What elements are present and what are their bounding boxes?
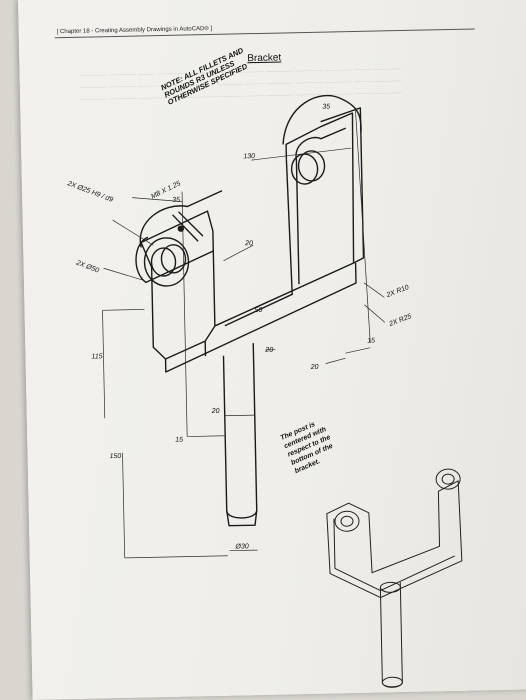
textbook-page: ——— ——— —— ——— ——— ——— —— ——— ——— ——— ——…	[18, 0, 526, 700]
dim-115: 115	[91, 353, 103, 361]
preview-view	[326, 468, 463, 688]
dim-35-left: 35	[172, 196, 181, 204]
dim-15-left: 15	[175, 436, 184, 444]
post	[222, 343, 258, 519]
bracket-body	[214, 112, 355, 327]
dim-150: 150	[109, 452, 122, 461]
dim-20-b: 20	[265, 346, 274, 354]
dim-post-dia: Ø30	[235, 543, 249, 551]
dim-15-right: 15	[367, 337, 376, 345]
dim-20-c: 20	[310, 363, 319, 371]
dim-20-a: 20	[245, 240, 254, 248]
bracket-drawing	[102, 94, 463, 688]
dim-35-top: 35	[322, 103, 331, 111]
dim-20-d: 20	[211, 407, 220, 416]
left-hole-inner	[150, 247, 177, 277]
left-arm	[140, 210, 216, 360]
dim-50: 50	[254, 306, 263, 315]
left-hole-outer	[143, 237, 190, 287]
right-hole	[290, 153, 319, 185]
dim-130: 130	[243, 153, 256, 161]
